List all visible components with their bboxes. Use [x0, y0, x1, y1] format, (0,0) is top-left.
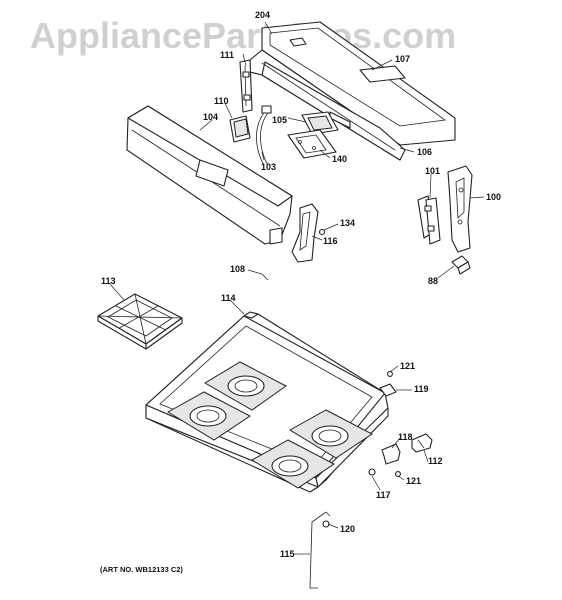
callout-100: 100: [486, 192, 501, 202]
side-trim-116: [291, 203, 319, 263]
leader-lines: [109, 21, 485, 555]
callout-121-upper: 121: [400, 361, 415, 371]
burner-pan-left-front: [167, 391, 251, 441]
art-number: (ART NO. WB12133 C2): [100, 565, 183, 574]
backsplash-trim-106: [249, 49, 406, 161]
watermark-text: AppliancePartsPros.com: [30, 15, 456, 56]
callout-121-lower: 121: [406, 476, 421, 486]
burner-pan-left-rear: [204, 361, 287, 411]
end-cap-101: [417, 195, 441, 245]
bracket-111: [239, 59, 253, 113]
callout-111: 111: [220, 50, 234, 60]
cooktop-114: [145, 311, 389, 493]
screw-121-lower: [395, 471, 401, 477]
support-rod-115: [309, 511, 331, 589]
callout-134: 134: [340, 218, 355, 228]
callout-140: 140: [332, 154, 347, 164]
callout-103: 103: [261, 162, 276, 172]
screw-117: [368, 468, 376, 476]
callout-108: 108: [230, 264, 245, 274]
callout-110: 110: [214, 96, 229, 106]
callout-119: 119: [414, 384, 429, 394]
callout-117: 117: [376, 490, 391, 500]
callout-101: 101: [425, 166, 440, 176]
wire-harness-103: [256, 105, 272, 166]
callout-104: 104: [203, 112, 218, 122]
control-panel-104: [126, 105, 293, 245]
burner-pan-right-rear: [289, 409, 373, 459]
switch-110: [229, 115, 251, 143]
clip-112: [411, 433, 433, 453]
callout-105: 105: [272, 115, 287, 125]
callout-88: 88: [428, 276, 438, 286]
screw-134: [318, 228, 326, 236]
hinge-bracket-119: [379, 383, 397, 397]
callout-116: 116: [323, 236, 338, 246]
callout-107: 107: [395, 54, 410, 64]
clip-120: [322, 520, 330, 528]
callout-115: 115: [280, 549, 295, 559]
callout-118: 118: [398, 432, 413, 442]
callout-113: 113: [101, 276, 116, 286]
burner-pan-right-front: [251, 439, 335, 489]
backsplash-rear-panel-107: [261, 21, 456, 146]
bracket-118: [381, 443, 401, 465]
burner-grate-113: [97, 293, 183, 350]
screw-121-upper: [387, 371, 393, 377]
end-cap-100: [447, 165, 473, 253]
plug-button-88: [451, 255, 471, 275]
callout-106: 106: [417, 147, 432, 157]
overlay-140: [287, 129, 337, 159]
callout-112: 112: [428, 456, 443, 466]
screw-108: [261, 273, 269, 281]
callout-204: 204: [255, 10, 270, 20]
callout-120: 120: [340, 524, 355, 534]
control-module-105: [301, 111, 339, 135]
callout-114: 114: [221, 293, 236, 303]
